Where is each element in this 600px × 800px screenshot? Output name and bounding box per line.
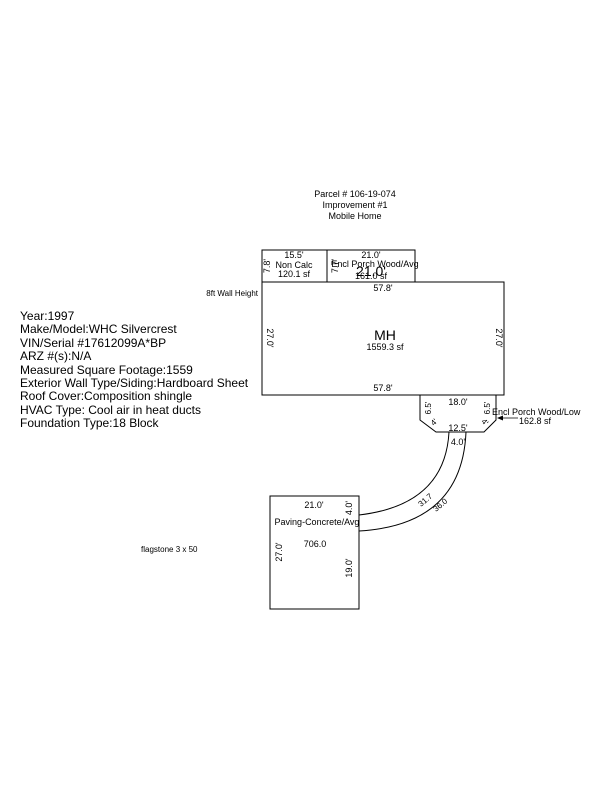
mh-right-dim: 27.0': [494, 328, 504, 348]
encl-porch-low-area-value: 162.8 sf: [519, 416, 552, 426]
encl-porch-low-arrow: [497, 415, 503, 421]
info-year: Year:1997: [20, 309, 75, 323]
paving-top-dim: 21.0': [304, 500, 324, 510]
parcel-number: Parcel # 106-19-074: [314, 189, 396, 199]
non-calc-area-value: 120.1 sf: [278, 269, 311, 279]
encl-porch-avg-area-value: 161.0 sf: [355, 271, 388, 281]
info-roof-cover: Roof Cover:Composition shingle: [20, 389, 193, 404]
paving-notch-dim: 4.0': [344, 501, 354, 516]
non-calc-top-dim: 15.5': [284, 250, 304, 260]
encl-porch-avg-side-dim: 7.7': [330, 259, 340, 274]
encl-porch-low-name: Encl Porch Wood/Low: [492, 407, 581, 417]
encl-porch-low-area: [419, 394, 497, 433]
encl-porch-avg-overlap-dim: 21.0': [356, 263, 386, 279]
wall-height-label: 8ft Wall Height: [206, 289, 259, 298]
mh-name: MH: [374, 327, 396, 343]
walkway-outer-edge: [358, 431, 467, 532]
paving-right-dim: 19.0': [344, 558, 354, 578]
improvement-number: Improvement #1: [322, 200, 387, 210]
mh-bottom-dim: 57.8': [373, 383, 393, 393]
mh-area-value: 1559.3 sf: [366, 342, 404, 352]
encl-porch-avg-name: Encl Porch Wood/Avg: [331, 259, 418, 269]
walkway-outer-dim: 36.0: [432, 496, 450, 513]
mh-left-dim: 27.0': [265, 328, 275, 348]
non-calc-side-dim: 7.8': [262, 259, 272, 274]
walkway-width-dim: 4.0': [451, 437, 466, 447]
info-exterior-wall: Exterior Wall Type/Siding:Hardboard Shee…: [20, 376, 249, 391]
info-arz: ARZ #(s):N/A: [20, 349, 92, 364]
improvement-info: Year:1997 Make/Model:WHC Silvercrest VIN…: [20, 309, 249, 431]
info-foundation: Foundation Type:18 Block: [20, 416, 159, 431]
paving-area: [269, 495, 360, 610]
improvement-type: Mobile Home: [328, 211, 381, 221]
encl-porch-avg-top-dim: 21.0': [361, 250, 381, 260]
encl-porch-low-diag-left-dim: 4': [429, 417, 440, 428]
paving-left-dim: 27.0': [274, 542, 284, 562]
paving-name: Paving-Concrete/Avg: [275, 517, 360, 527]
paving-area-value: 706.0: [304, 539, 327, 549]
encl-porch-low-right-dim: 6.5': [483, 401, 492, 414]
info-hvac: HVAC Type: Cool air in heat ducts: [20, 402, 201, 417]
info-square-footage: Measured Square Footage:1559: [20, 362, 193, 377]
encl-porch-low-top-dim: 18.0': [448, 397, 468, 407]
mh-top-dim: 57.8': [373, 283, 393, 293]
encl-porch-low-left-dim: 6.5': [424, 401, 433, 414]
flagstone-label: flagstone 3 x 50: [141, 545, 198, 554]
encl-porch-low-bottom-dim: 12.5': [448, 423, 468, 433]
info-make-model: Make/Model:WHC Silvercrest: [20, 322, 177, 337]
walkway-inner-edge: [358, 431, 450, 516]
mh-area: [261, 281, 505, 396]
info-vin: VIN/Serial #17612099A*BP: [20, 335, 167, 350]
non-calc-name: Non Calc: [275, 260, 313, 270]
encl-porch-low-diag-right-dim: 4': [479, 417, 490, 428]
